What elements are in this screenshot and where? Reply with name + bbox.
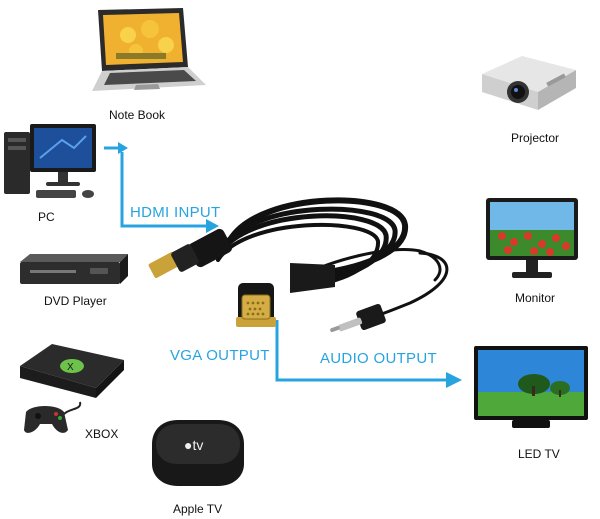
pc-desktop-icon <box>4 124 96 198</box>
xbox-console-icon: X <box>20 344 124 433</box>
monitor-icon <box>486 198 578 278</box>
apple-tv-icon: ●tv <box>152 420 244 486</box>
apple-tv-label: Apple TV <box>173 502 223 516</box>
monitor-label: Monitor <box>515 291 556 305</box>
hdmi-input-label: HDMI INPUT <box>130 204 221 221</box>
input-arrow-line <box>120 152 208 228</box>
led-tv-icon <box>474 346 588 428</box>
input-arrow-head-1 <box>118 142 128 154</box>
hdmi-vga-audio-cable <box>148 197 449 333</box>
hdmi-connector <box>148 228 232 278</box>
svg-text:X: X <box>67 362 74 373</box>
output-arrow-line <box>275 320 448 382</box>
output-arrow-head <box>446 372 462 388</box>
projector-label: Projector <box>511 131 560 145</box>
notebook-label: Note Book <box>109 108 166 122</box>
pc-label: PC <box>38 210 55 224</box>
svg-text:●tv: ●tv <box>184 437 203 453</box>
audio-jack-connector <box>330 304 386 333</box>
notebook-laptop-icon <box>92 8 206 91</box>
projector-icon <box>482 56 576 110</box>
vga-connector <box>236 283 276 327</box>
led-tv-label: LED TV <box>518 447 560 461</box>
input-arrow-head-2 <box>206 219 219 233</box>
audio-output-label: AUDIO OUTPUT <box>320 350 437 367</box>
dvd-player-label: DVD Player <box>44 294 107 308</box>
xbox-label: XBOX <box>85 427 119 441</box>
dvd-player-icon <box>20 254 128 284</box>
vga-output-label: VGA OUTPUT <box>170 347 270 364</box>
